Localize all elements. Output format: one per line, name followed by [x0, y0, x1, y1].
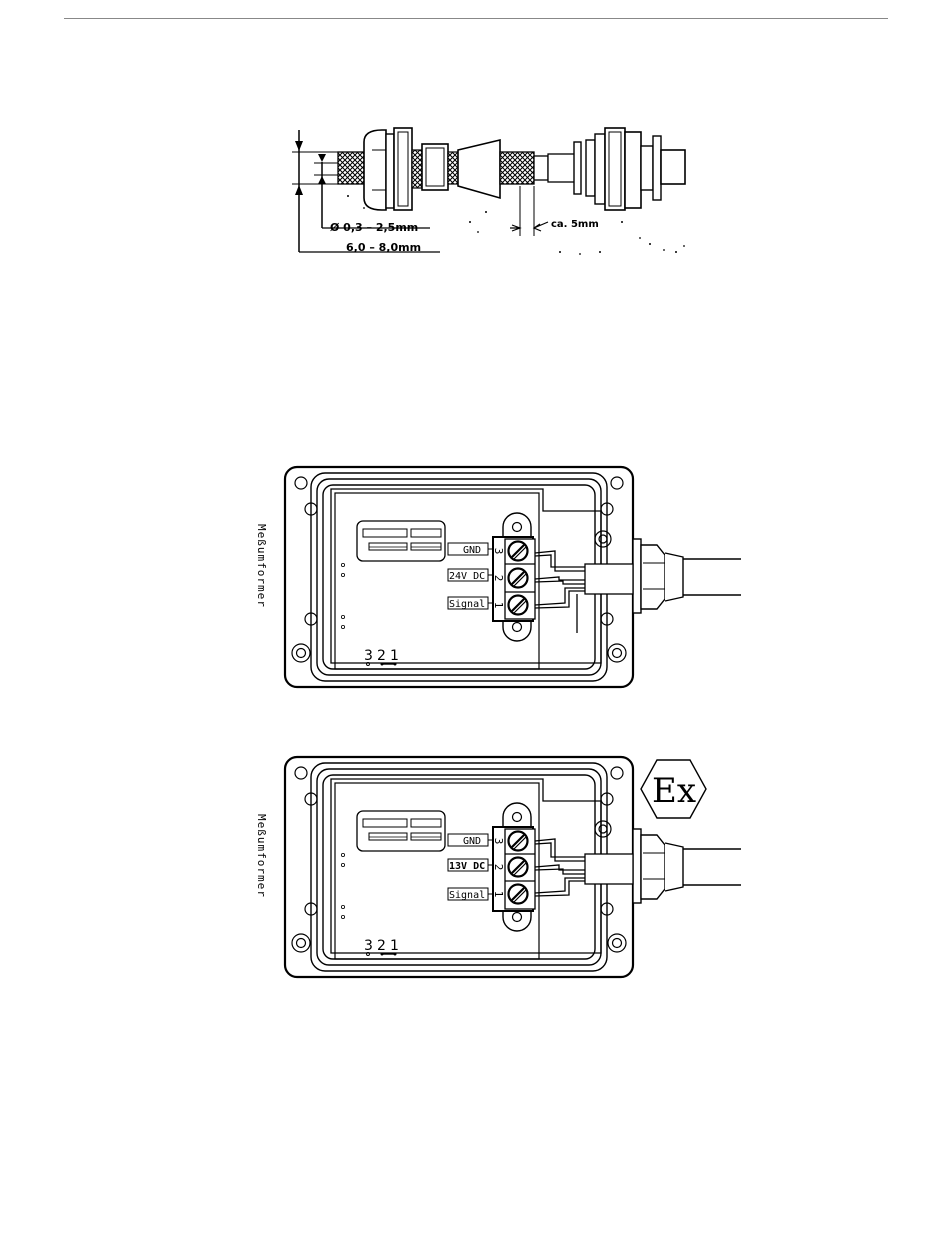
- terminal-1-number: 1: [492, 602, 505, 609]
- ex-hexagon-icon: Ex: [641, 760, 706, 818]
- box2-side-label: Meßumformer: [255, 814, 268, 898]
- jumper-label-2: 2: [377, 648, 386, 664]
- dim-strip-label: ca. 5mm: [551, 219, 599, 230]
- dim-inner-label: Ø 0,3 – 2,5mm: [330, 221, 418, 234]
- cable-gland-assembly: Ø 0,3 – 2,5mm 6,0 – 8,0mm ca. 5mm: [292, 128, 685, 255]
- terminal-1-label: Signal: [449, 890, 485, 901]
- transmitter-box-24v: GND 24V DC Signal 3 2 1 3 2 1: [285, 467, 741, 687]
- terminal-2-label: 13V DC: [449, 861, 485, 872]
- terminal-1-label: Signal: [449, 599, 485, 610]
- terminal-3-label: GND: [463, 836, 481, 847]
- jumper-label-2: 2: [377, 938, 386, 954]
- jumper-label-1: 1: [390, 938, 399, 954]
- terminal-1-number: 1: [492, 891, 505, 898]
- terminal-2-number: 2: [492, 575, 505, 582]
- terminal-3-number: 3: [492, 838, 505, 845]
- terminal-2-number: 2: [492, 864, 505, 871]
- jumper-label-3: 3: [364, 648, 373, 664]
- dim-outer-label: 6,0 – 8,0mm: [346, 241, 421, 254]
- terminal-3-label: GND: [463, 545, 481, 556]
- terminal-2-label: 24V DC: [449, 571, 485, 582]
- jumper-label-3: 3: [364, 938, 373, 954]
- ex-mark-label: Ex: [652, 771, 696, 811]
- box1-side-label: Meßumformer: [255, 524, 268, 608]
- terminal-3-number: 3: [492, 548, 505, 555]
- jumper-label-1: 1: [390, 648, 399, 664]
